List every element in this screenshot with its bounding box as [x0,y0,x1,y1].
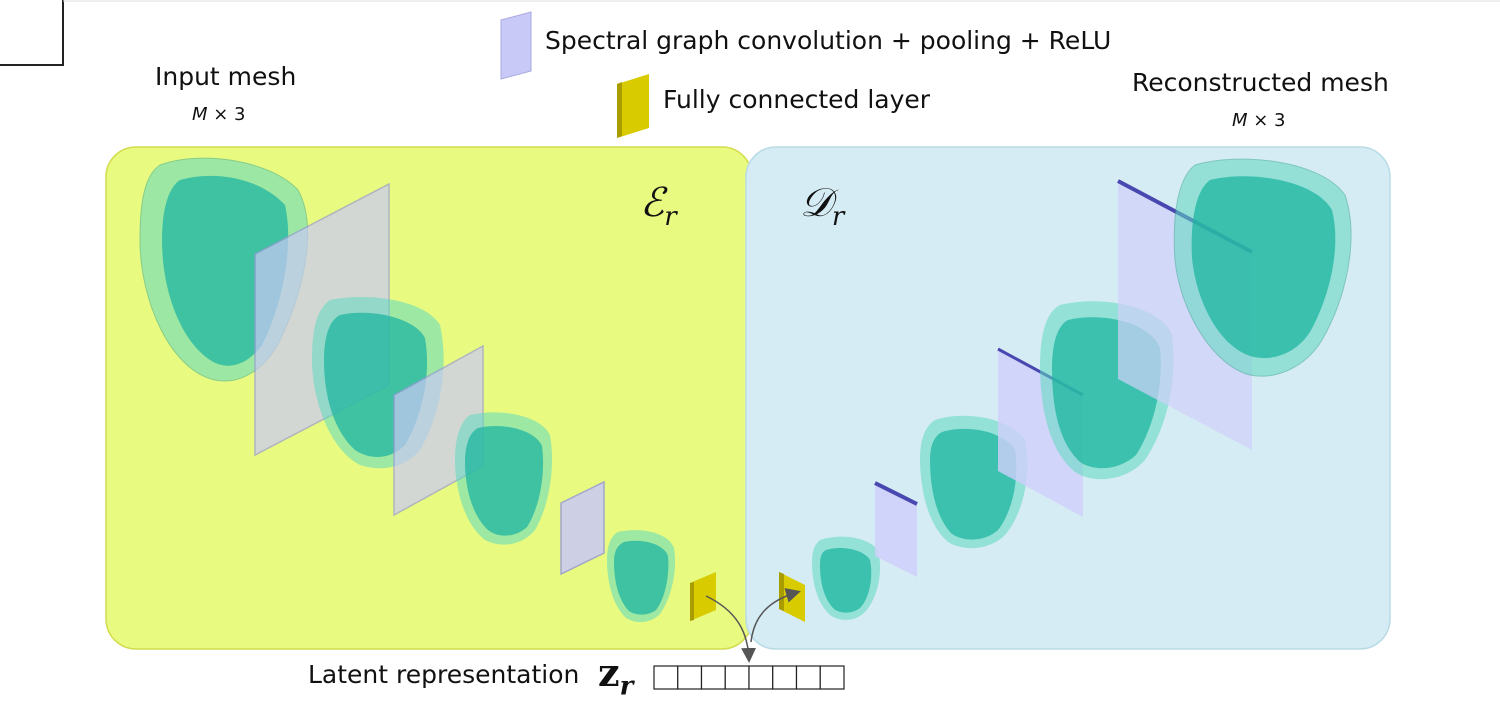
latent-cell [819,665,845,690]
latent-cell [724,665,750,690]
encoder-mesh-4-icon [607,530,676,623]
encoder-fc-layer [690,572,716,621]
latent-cell [653,665,679,690]
latent-cell [748,665,774,690]
decoder-symbol: 𝒟r [800,180,845,232]
corner-box [0,0,64,66]
reconstructed-mesh-title: Reconstructed mesh [1132,68,1389,97]
latent-label: Latent representation [308,660,580,689]
input-mesh-dims: M × 3 [192,104,246,125]
latent-cell [677,665,703,690]
legend-conv-icon [500,11,532,80]
encoder-to-latent-arrow [705,595,757,663]
input-mesh-title: Input mesh [155,62,297,91]
encoder-conv-layer-3 [560,480,605,576]
decoder-conv-layer-1-edge [874,481,918,506]
latent-cell [700,665,726,690]
legend-conv-label: Spectral graph convolution + pooling + R… [545,26,1112,55]
latent-symbol: zr [598,650,634,702]
latent-cell [795,665,821,690]
reconstructed-mesh-icon [1173,158,1352,377]
latent-cell [772,665,798,690]
encoder-symbol: ℰr [640,180,677,232]
decoder-conv-layer-1 [875,483,917,577]
encoder-mesh-3-icon [455,412,553,545]
legend-fc-label: Fully connected layer [663,85,931,114]
latent-vector [653,665,845,690]
legend-fc-icon [617,74,649,138]
latent-to-decoder-arrow [750,588,801,643]
reconstructed-mesh-dims: M × 3 [1232,110,1286,131]
decoder-mesh-1-icon [812,536,881,620]
